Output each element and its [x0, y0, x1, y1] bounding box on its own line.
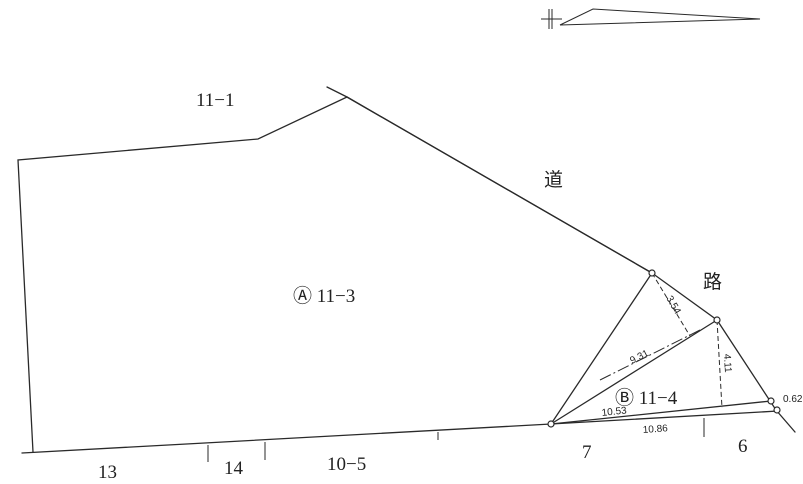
label-road-1: 道	[544, 169, 563, 191]
lot-a-boundary	[17, 96, 653, 453]
label-lot-11-1: 11−1	[196, 90, 235, 111]
lot-b-left-edge	[550, 272, 653, 425]
survey-point	[767, 397, 775, 405]
dim-line-931	[599, 329, 701, 381]
label-lot-10-5: 10−5	[327, 454, 366, 475]
north-arrow-icon	[541, 8, 761, 29]
dim-line-411	[716, 319, 723, 409]
label-road-2: 路	[703, 271, 722, 293]
dim-label-1053: 10.53	[601, 405, 627, 419]
survey-point	[648, 269, 656, 277]
dim-line-354	[651, 272, 691, 337]
label-lot-7: 7	[582, 442, 592, 463]
survey-point	[547, 420, 555, 428]
bottom-boundary	[21, 423, 552, 454]
label-lot-14: 14	[224, 458, 244, 479]
label-lot-13: 13	[98, 462, 117, 483]
road-boundary	[326, 86, 796, 433]
survey-point	[713, 316, 721, 324]
lot-b-inner-line	[550, 319, 718, 425]
label-lot-6: 6	[738, 436, 748, 457]
survey-point	[773, 406, 781, 414]
label-lot-a: Ⓐ 11−3	[293, 285, 355, 307]
dim-label-354: 3.54	[663, 294, 682, 317]
bottom-boundary-right	[550, 410, 779, 425]
lot-b-base	[550, 400, 772, 425]
dim-label-411: 4.11	[721, 354, 733, 374]
dim-label-062: 0.62	[783, 394, 803, 405]
label-lot-b: Ⓑ 11−4	[615, 387, 678, 409]
dim-label-1086: 10.86	[642, 423, 668, 436]
